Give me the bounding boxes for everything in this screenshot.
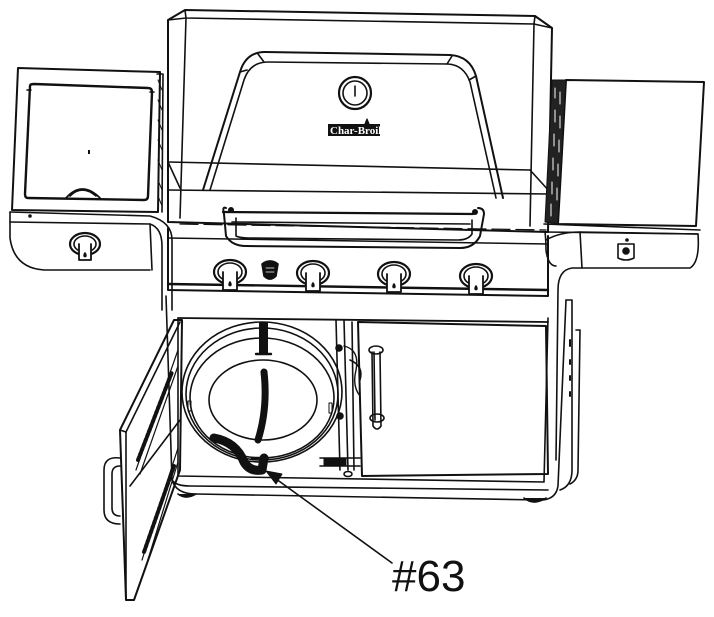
- burner-knob-4[interactable]: [458, 262, 494, 295]
- right-shelf-latch-icon: [617, 238, 635, 261]
- lid-handle: [179, 206, 547, 249]
- callout-arrow: [265, 470, 393, 564]
- grill-lid: [167, 9, 553, 233]
- valve-manifold: [319, 319, 362, 478]
- burner-knob-1[interactable]: [212, 258, 248, 291]
- callout-label-63: #63: [392, 552, 466, 601]
- svg-text:Char-Broil: Char-Broil: [330, 125, 381, 137]
- left-shelf-front: [9, 211, 173, 311]
- igniter-button[interactable]: [261, 260, 279, 280]
- temperature-gauge-icon: [337, 75, 373, 111]
- vent-hatch: [544, 79, 567, 225]
- right-side-shelf: [543, 79, 705, 461]
- left-side-shelf: [11, 67, 164, 213]
- door-handle[interactable]: [368, 345, 385, 430]
- right-cabinet-door[interactable]: [357, 321, 549, 477]
- burner-knob-2[interactable]: [295, 259, 331, 292]
- gas-hose: [209, 322, 273, 475]
- brand-logo: Char-Broil: [328, 118, 381, 137]
- side-burner-knob[interactable]: [68, 231, 102, 261]
- left-cabinet-door[interactable]: [103, 319, 183, 601]
- burner-knob-3[interactable]: [376, 260, 412, 293]
